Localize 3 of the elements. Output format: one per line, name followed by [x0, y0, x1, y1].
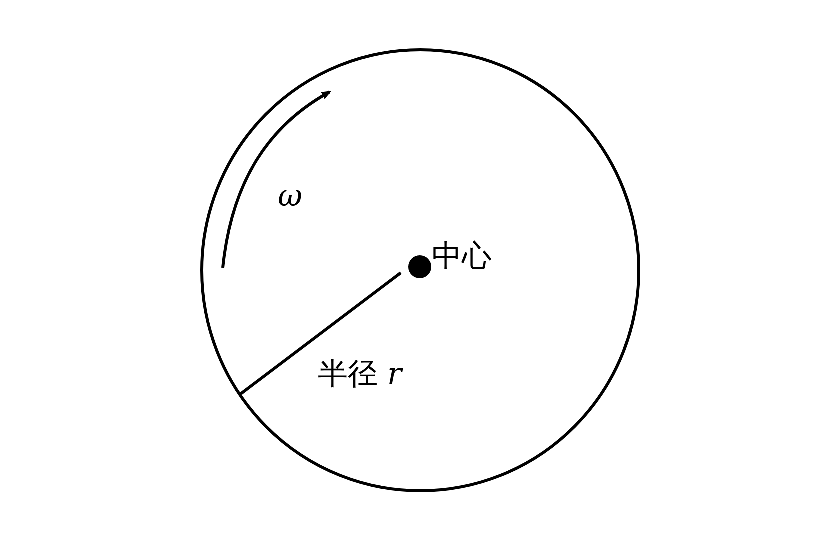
angular-velocity-label: ω — [278, 180, 302, 214]
radius-label: 半径 r — [318, 358, 402, 392]
center-label: 中心 — [432, 240, 492, 274]
